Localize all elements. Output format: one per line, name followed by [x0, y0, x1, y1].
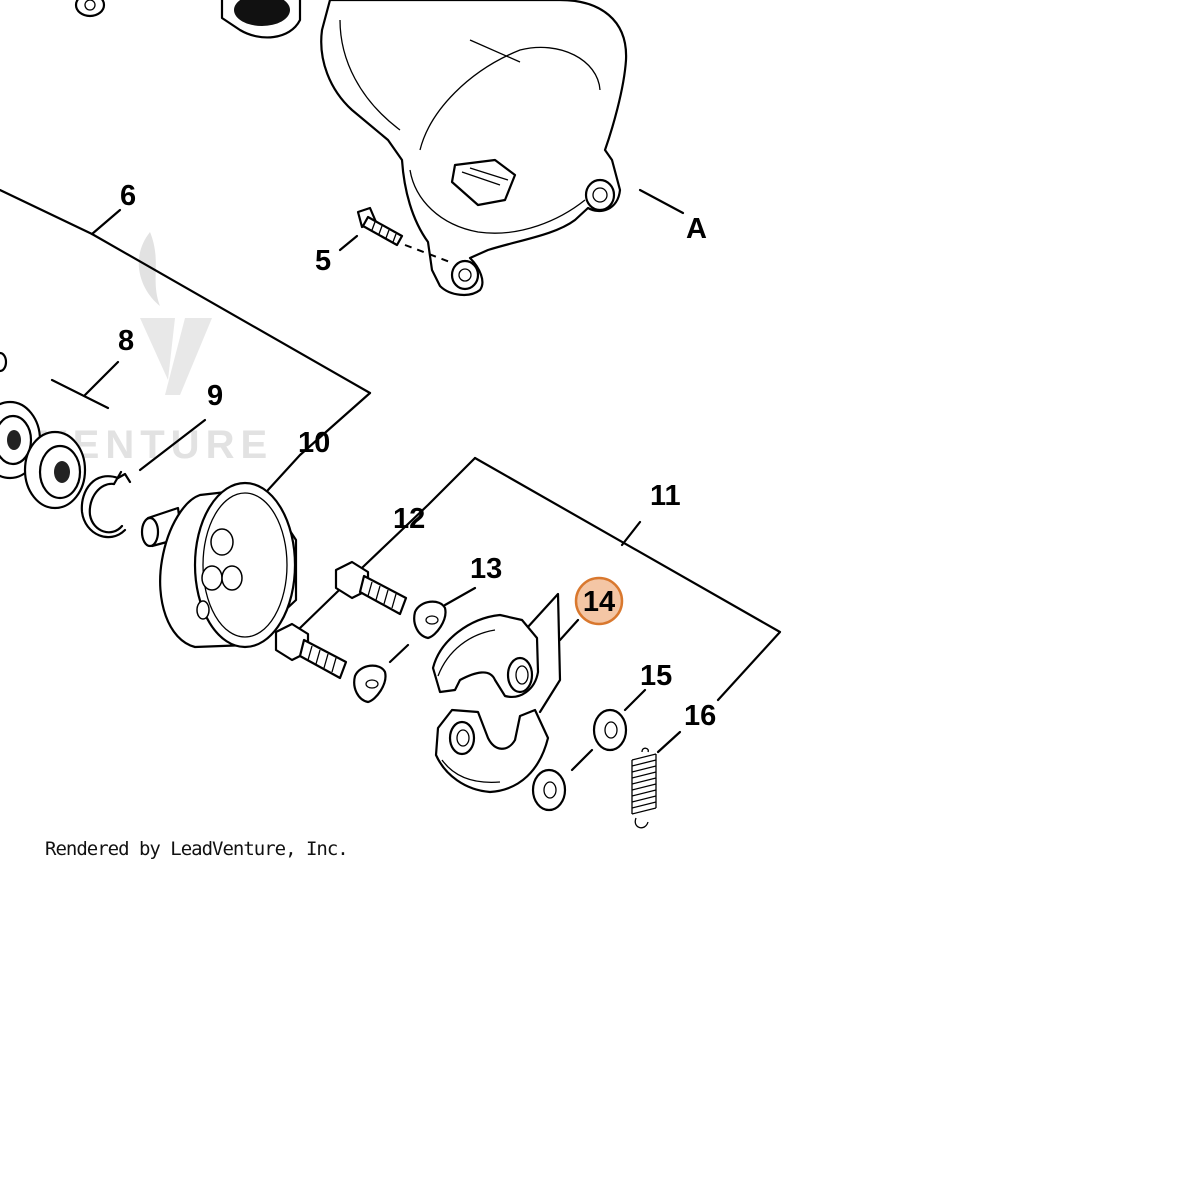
- view-a-leader: [638, 188, 685, 215]
- callout-8-bracket: [50, 378, 110, 410]
- callout-8: 8: [118, 325, 134, 357]
- bolt-12-upper: [334, 560, 408, 616]
- callout-14[interactable]: 14: [583, 586, 615, 618]
- callout-13: 13: [470, 553, 502, 585]
- render-credit: Rendered by LeadVenture, Inc.: [45, 838, 349, 860]
- clutch-drum-10: [140, 481, 298, 649]
- callout-14-highlight[interactable]: 14: [574, 576, 624, 626]
- callout-15: 15: [640, 660, 672, 692]
- callout-10-bracket: [266, 391, 372, 492]
- callout-16-leader: [656, 730, 682, 754]
- bolt-12-lower: [274, 622, 348, 680]
- callout-15-leaders: [570, 688, 647, 772]
- bearing-small-top: [0, 351, 8, 373]
- callout-9: 9: [207, 380, 223, 412]
- callout-11-bracket: [473, 456, 782, 702]
- highlight-circle[interactable]: [574, 576, 624, 626]
- top-bearing: [220, 0, 302, 39]
- callout-5-leader: [338, 234, 359, 252]
- callout-10: 10: [298, 427, 330, 459]
- washer-13-upper: [413, 600, 447, 640]
- clutch-shoe-upper: [431, 613, 540, 698]
- clutch-housing: [320, 0, 628, 296]
- screw-5: [356, 206, 404, 247]
- callout-13-leaders: [388, 586, 477, 664]
- callout-11-leader: [620, 520, 642, 547]
- callout-6-leader: [90, 208, 122, 236]
- bearing-right: [23, 430, 87, 510]
- callout-8-leader: [83, 360, 120, 397]
- callout-9-leader: [138, 418, 207, 472]
- top-left-fitting: [74, 0, 106, 18]
- washer-13-lower: [353, 664, 387, 704]
- screw-5-axis: [404, 244, 451, 263]
- callout-16: 16: [684, 700, 716, 732]
- spring-16: [631, 747, 657, 829]
- callout-6: 6: [120, 180, 136, 212]
- callout-14-bracket: [525, 592, 562, 714]
- callout-14-leader: [558, 618, 580, 642]
- watermark-logo: VENTURE: [40, 232, 267, 467]
- callout-12: 12: [393, 503, 425, 535]
- circlip-9: [80, 470, 132, 539]
- washer-15-lower: [531, 768, 567, 812]
- view-label-a: A: [686, 213, 707, 245]
- callout-11: 11: [650, 480, 681, 512]
- callout-5: 5: [315, 245, 331, 277]
- clutch-shoe-lower: [434, 708, 550, 794]
- washer-15-upper: [592, 708, 628, 752]
